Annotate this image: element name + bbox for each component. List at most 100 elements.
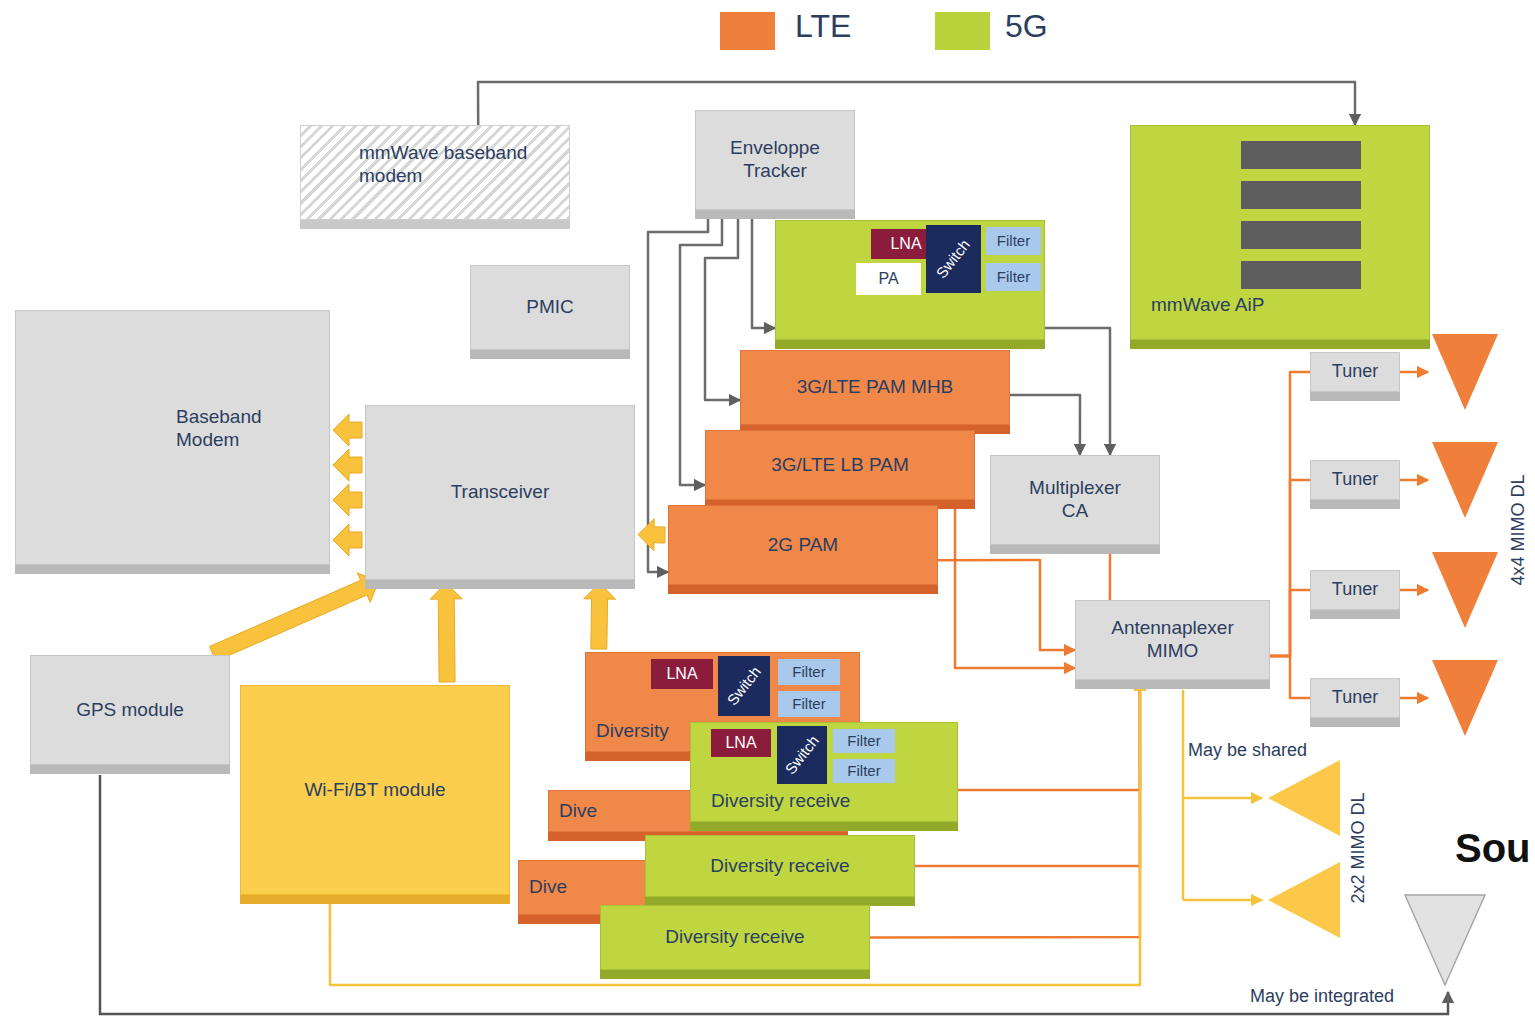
filter-block: Filter <box>778 659 840 685</box>
box-label: LNA <box>725 733 756 752</box>
annotation-label: May be integrated <box>1250 986 1394 1007</box>
wifi-feed-lines <box>1183 690 1262 900</box>
box-label: Tuner <box>1332 687 1378 709</box>
module-box: Transceiver <box>365 405 635 580</box>
antenna-symbol <box>1432 442 1498 518</box>
box-label: LNA <box>890 234 921 253</box>
box-label: Switch <box>781 732 822 778</box>
box-label: Filter <box>792 663 825 681</box>
feed-line <box>1400 589 1428 592</box>
wifi-module-box: Wi-Fi/BT module <box>240 685 510 895</box>
module-box: Baseband Modem <box>15 310 330 565</box>
5g-module-box: Diversity receive <box>600 905 870 970</box>
antenna-patch <box>1241 261 1361 289</box>
box-label: Switch <box>723 663 764 709</box>
filter-block: Filter <box>833 729 895 753</box>
box-label: Antennaplexer MIMO <box>1103 617 1243 663</box>
legend-swatch <box>935 12 990 50</box>
module-box: Tuner <box>1310 460 1400 500</box>
module-box: Antennaplexer MIMO <box>1075 600 1270 680</box>
signal-line <box>1270 656 1310 698</box>
switch-block: Switch <box>926 225 981 293</box>
module-box: Tuner <box>1310 678 1400 718</box>
feed-line <box>1183 899 1262 902</box>
box-label: PMIC <box>526 296 574 319</box>
box-label: Diversity receive <box>665 926 804 949</box>
box-label: Switch <box>933 236 974 282</box>
antenna-patch <box>1241 181 1361 209</box>
box-label: mmWave baseband modem <box>359 142 544 188</box>
signal-line <box>752 210 775 328</box>
box-label: Tuner <box>1332 361 1378 383</box>
signal-block-arrow <box>584 583 616 649</box>
signal-line <box>1270 480 1310 656</box>
signal-block-arrow <box>210 573 379 661</box>
module-box: Multiplexer CA <box>990 455 1160 545</box>
filter-block: Filter <box>778 691 840 717</box>
box-label: 3G/LTE PAM MHB <box>797 376 954 399</box>
feed-line <box>1400 371 1428 374</box>
antenna-symbol <box>1432 334 1498 410</box>
antenna-symbol <box>1432 552 1498 628</box>
5g-module-box: Diversity receiveLNASwitchFilterFilter <box>690 722 958 822</box>
signal-line <box>958 680 1140 790</box>
antenna-symbol <box>1432 660 1498 736</box>
box-label: Diversity <box>596 720 669 743</box>
box-label: PA <box>878 269 898 288</box>
module-box: PMIC <box>470 265 630 350</box>
box-label: Dive <box>559 800 597 823</box>
5g-module-box: LNAPASwitchFilterFilter <box>775 220 1045 340</box>
signal-line <box>1109 545 1112 600</box>
box-label: Diversity receive <box>711 790 850 813</box>
feed-line <box>1183 797 1262 800</box>
5g-module-box: Diversity receive <box>645 835 915 897</box>
lte-module-box: 3G/LTE LB PAM <box>705 430 975 500</box>
annotation-label: 2x2 MIMO DL <box>1348 792 1369 903</box>
box-label: Filter <box>847 732 880 750</box>
antenna-symbol <box>1268 760 1340 836</box>
signal-line <box>1010 395 1080 455</box>
box-label: 2G PAM <box>768 534 838 557</box>
signal-line <box>938 560 1075 650</box>
filter-block: Filter <box>833 759 895 783</box>
lte-module-box: 3G/LTE PAM MHB <box>740 350 1010 425</box>
box-label: Wi-Fi/BT module <box>304 779 445 802</box>
box-label: Transceiver <box>451 481 550 504</box>
filter-block: Filter <box>986 227 1041 255</box>
module-box: Enveloppe Tracker <box>695 110 855 210</box>
box-label: GPS module <box>76 699 184 722</box>
signal-block-arrow <box>333 484 362 516</box>
module-box: Tuner <box>1310 352 1400 392</box>
signal-block-arrow <box>333 414 362 446</box>
switch-block: Switch <box>718 656 770 716</box>
5g-module-box: mmWave AiP <box>1130 125 1430 340</box>
box-label: Tuner <box>1332 579 1378 601</box>
lna-block: LNA <box>711 729 771 757</box>
antenna-symbol <box>1268 862 1340 938</box>
source-note: Sou <box>1455 825 1531 871</box>
box-label: Multiplexer CA <box>1015 477 1135 523</box>
tuner-feed-lines <box>1400 372 1428 698</box>
antenna-patch <box>1241 221 1361 249</box>
antenna-patch <box>1241 141 1361 169</box>
signal-line <box>1045 328 1110 455</box>
filter-block: Filter <box>986 263 1041 291</box>
box-label: Filter <box>792 695 825 713</box>
box-label: Filter <box>997 268 1030 286</box>
legend-text: 5G <box>1005 8 1048 45</box>
box-label: Diversity receive <box>710 855 849 878</box>
lte-antennas <box>1432 334 1498 736</box>
module-box: GPS module <box>30 655 230 765</box>
box-label: Filter <box>997 232 1030 250</box>
legend-swatch <box>720 12 775 50</box>
box-label: LNA <box>666 664 697 683</box>
annotation-label: 4x4 MIMO DL <box>1508 474 1529 585</box>
signal-block-arrow <box>333 524 362 556</box>
legend-text: LTE <box>795 8 851 45</box>
box-label: Dive <box>529 876 567 899</box>
pa-block: PA <box>856 263 921 295</box>
signal-block-arrow <box>638 519 665 551</box>
signal-line <box>1270 372 1310 656</box>
gps-antenna-symbol <box>1405 895 1485 985</box>
